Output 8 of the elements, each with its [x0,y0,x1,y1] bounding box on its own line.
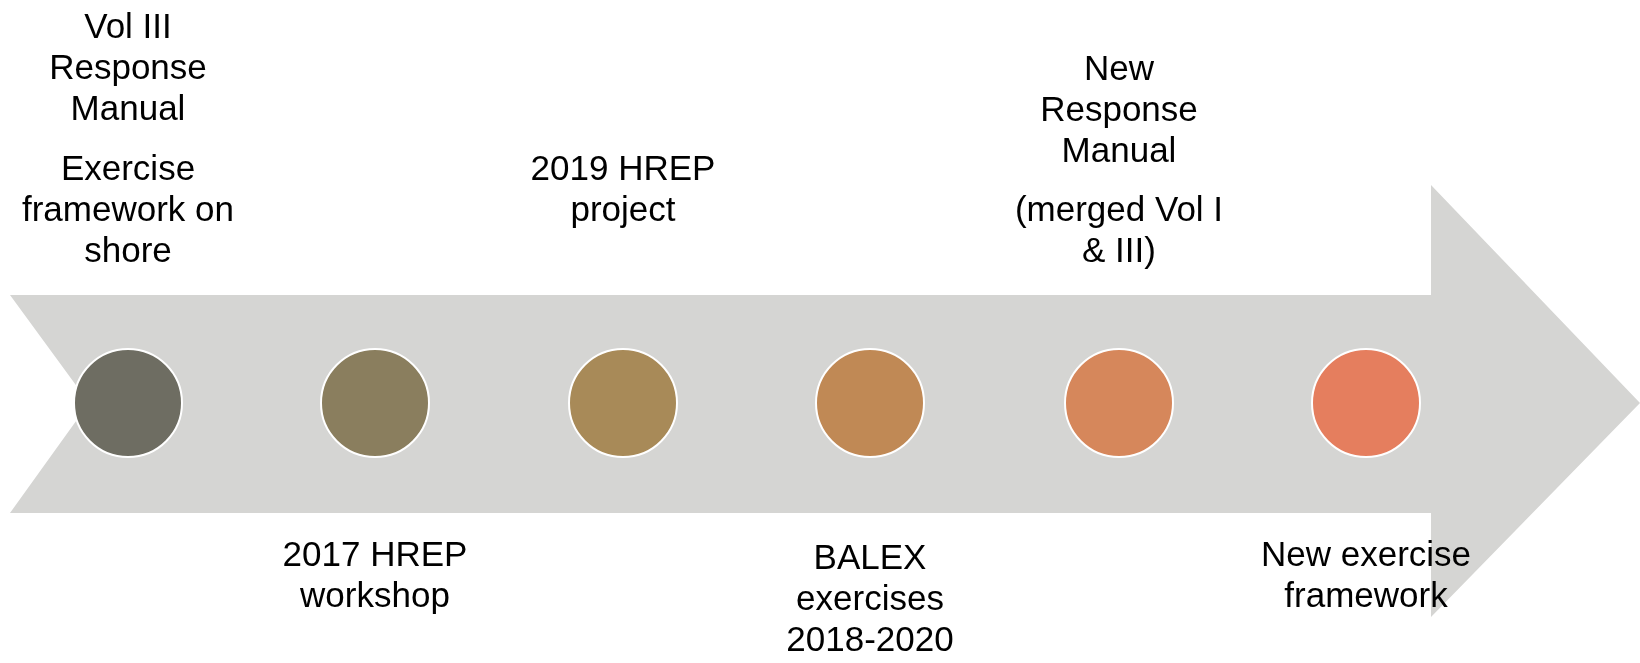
milestone-label: Exercise framework on shore [21,147,235,270]
milestone-label: (merged Vol I & III) [1013,188,1225,270]
milestone-label: New Response Manual [1039,47,1199,170]
milestone-label: New exercise framework [1259,533,1473,615]
milestone-label: 2019 HREP project [529,147,717,229]
milestone-label: Vol III Response Manual [48,5,208,128]
milestone-label: 2017 HREP workshop [281,533,469,615]
milestone-label: BALEX exercises 2018-2020 [785,536,955,659]
